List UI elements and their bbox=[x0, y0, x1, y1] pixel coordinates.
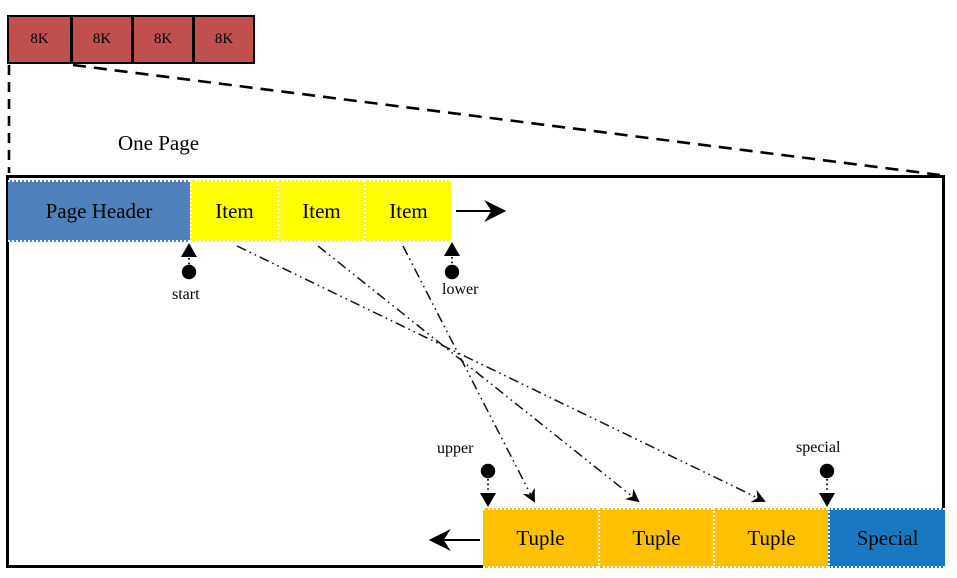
start-pointer-label: start bbox=[172, 286, 200, 303]
special-pointer-label: special bbox=[796, 439, 841, 456]
item-box: Item bbox=[364, 180, 451, 242]
disk-block: 8K bbox=[192, 17, 253, 62]
item-box: Item bbox=[190, 180, 277, 242]
lower-pointer-label: lower bbox=[442, 281, 479, 298]
tuple-box: Tuple bbox=[713, 508, 828, 568]
tuple-row: Tuple Tuple Tuple Special bbox=[483, 508, 945, 568]
one-page-label: One Page bbox=[118, 131, 200, 155]
item-box: Item bbox=[277, 180, 364, 242]
tuple-box: Tuple bbox=[598, 508, 713, 568]
upper-pointer-label: upper bbox=[437, 440, 474, 457]
special-box: Special bbox=[828, 508, 945, 568]
tuple-box: Tuple bbox=[483, 508, 598, 568]
disk-block: 8K bbox=[131, 17, 192, 62]
item-pointer-row: Page Header Item Item Item bbox=[8, 180, 451, 242]
expand-dashed-line-diagonal bbox=[72, 63, 941, 177]
disk-block: 8K bbox=[9, 17, 70, 62]
page-header-box: Page Header bbox=[8, 180, 190, 242]
disk-block: 8K bbox=[70, 17, 131, 62]
disk-blocks-row: 8K 8K 8K 8K bbox=[7, 15, 255, 64]
